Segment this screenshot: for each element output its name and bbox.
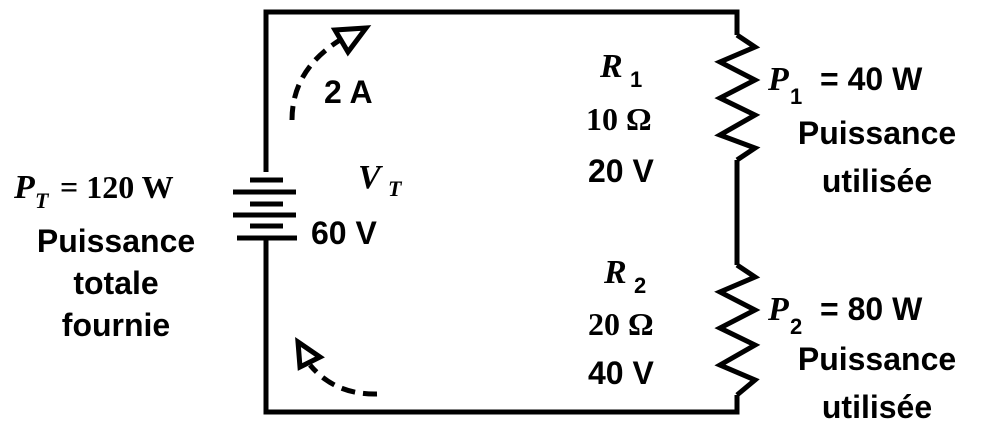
total-power-caption: Puissance bbox=[37, 223, 195, 259]
r2-voltage: 40 V bbox=[588, 355, 654, 391]
r1-symbol: R bbox=[599, 48, 623, 85]
r1-resistance: 10 Ω bbox=[586, 101, 652, 137]
source-voltage-subscript: T bbox=[388, 176, 403, 201]
total-power-value: = 120 W bbox=[60, 169, 174, 205]
r1-subscript: 1 bbox=[630, 67, 642, 92]
circuit-wire bbox=[263, 9, 740, 172]
r2-subscript: 2 bbox=[634, 273, 646, 298]
p2-caption: utilisée bbox=[822, 389, 932, 425]
current-arrow-bottom bbox=[295, 336, 378, 397]
r2-symbol: R bbox=[603, 254, 627, 291]
r1-voltage: 20 V bbox=[588, 153, 654, 189]
total-power-symbol: P bbox=[13, 169, 35, 206]
p1-caption: Puissance bbox=[798, 115, 956, 151]
p2-subscript: 2 bbox=[790, 314, 802, 339]
p1-subscript: 1 bbox=[790, 84, 802, 109]
resistor-r1-symbol bbox=[714, 32, 761, 163]
circuit-wire bbox=[263, 240, 740, 415]
total-power-subscript: T bbox=[35, 188, 50, 213]
p1-symbol: P bbox=[767, 61, 789, 98]
battery-symbol bbox=[233, 177, 297, 241]
current-label: 2 A bbox=[324, 74, 373, 110]
p2-symbol: P bbox=[767, 291, 789, 328]
total-power-caption: fournie bbox=[62, 307, 170, 343]
source-voltage-symbol: V bbox=[358, 159, 383, 196]
r2-resistance: 20 Ω bbox=[588, 306, 654, 342]
p2-value: = 80 W bbox=[820, 291, 923, 327]
resistor-r2-symbol bbox=[714, 262, 761, 397]
p1-caption: utilisée bbox=[822, 163, 932, 199]
current-arrow-top bbox=[289, 25, 372, 121]
source-voltage-value: 60 V bbox=[311, 215, 377, 251]
p2-caption: Puissance bbox=[798, 341, 956, 377]
p1-value: = 40 W bbox=[820, 61, 923, 97]
total-power-caption: totale bbox=[73, 265, 158, 301]
